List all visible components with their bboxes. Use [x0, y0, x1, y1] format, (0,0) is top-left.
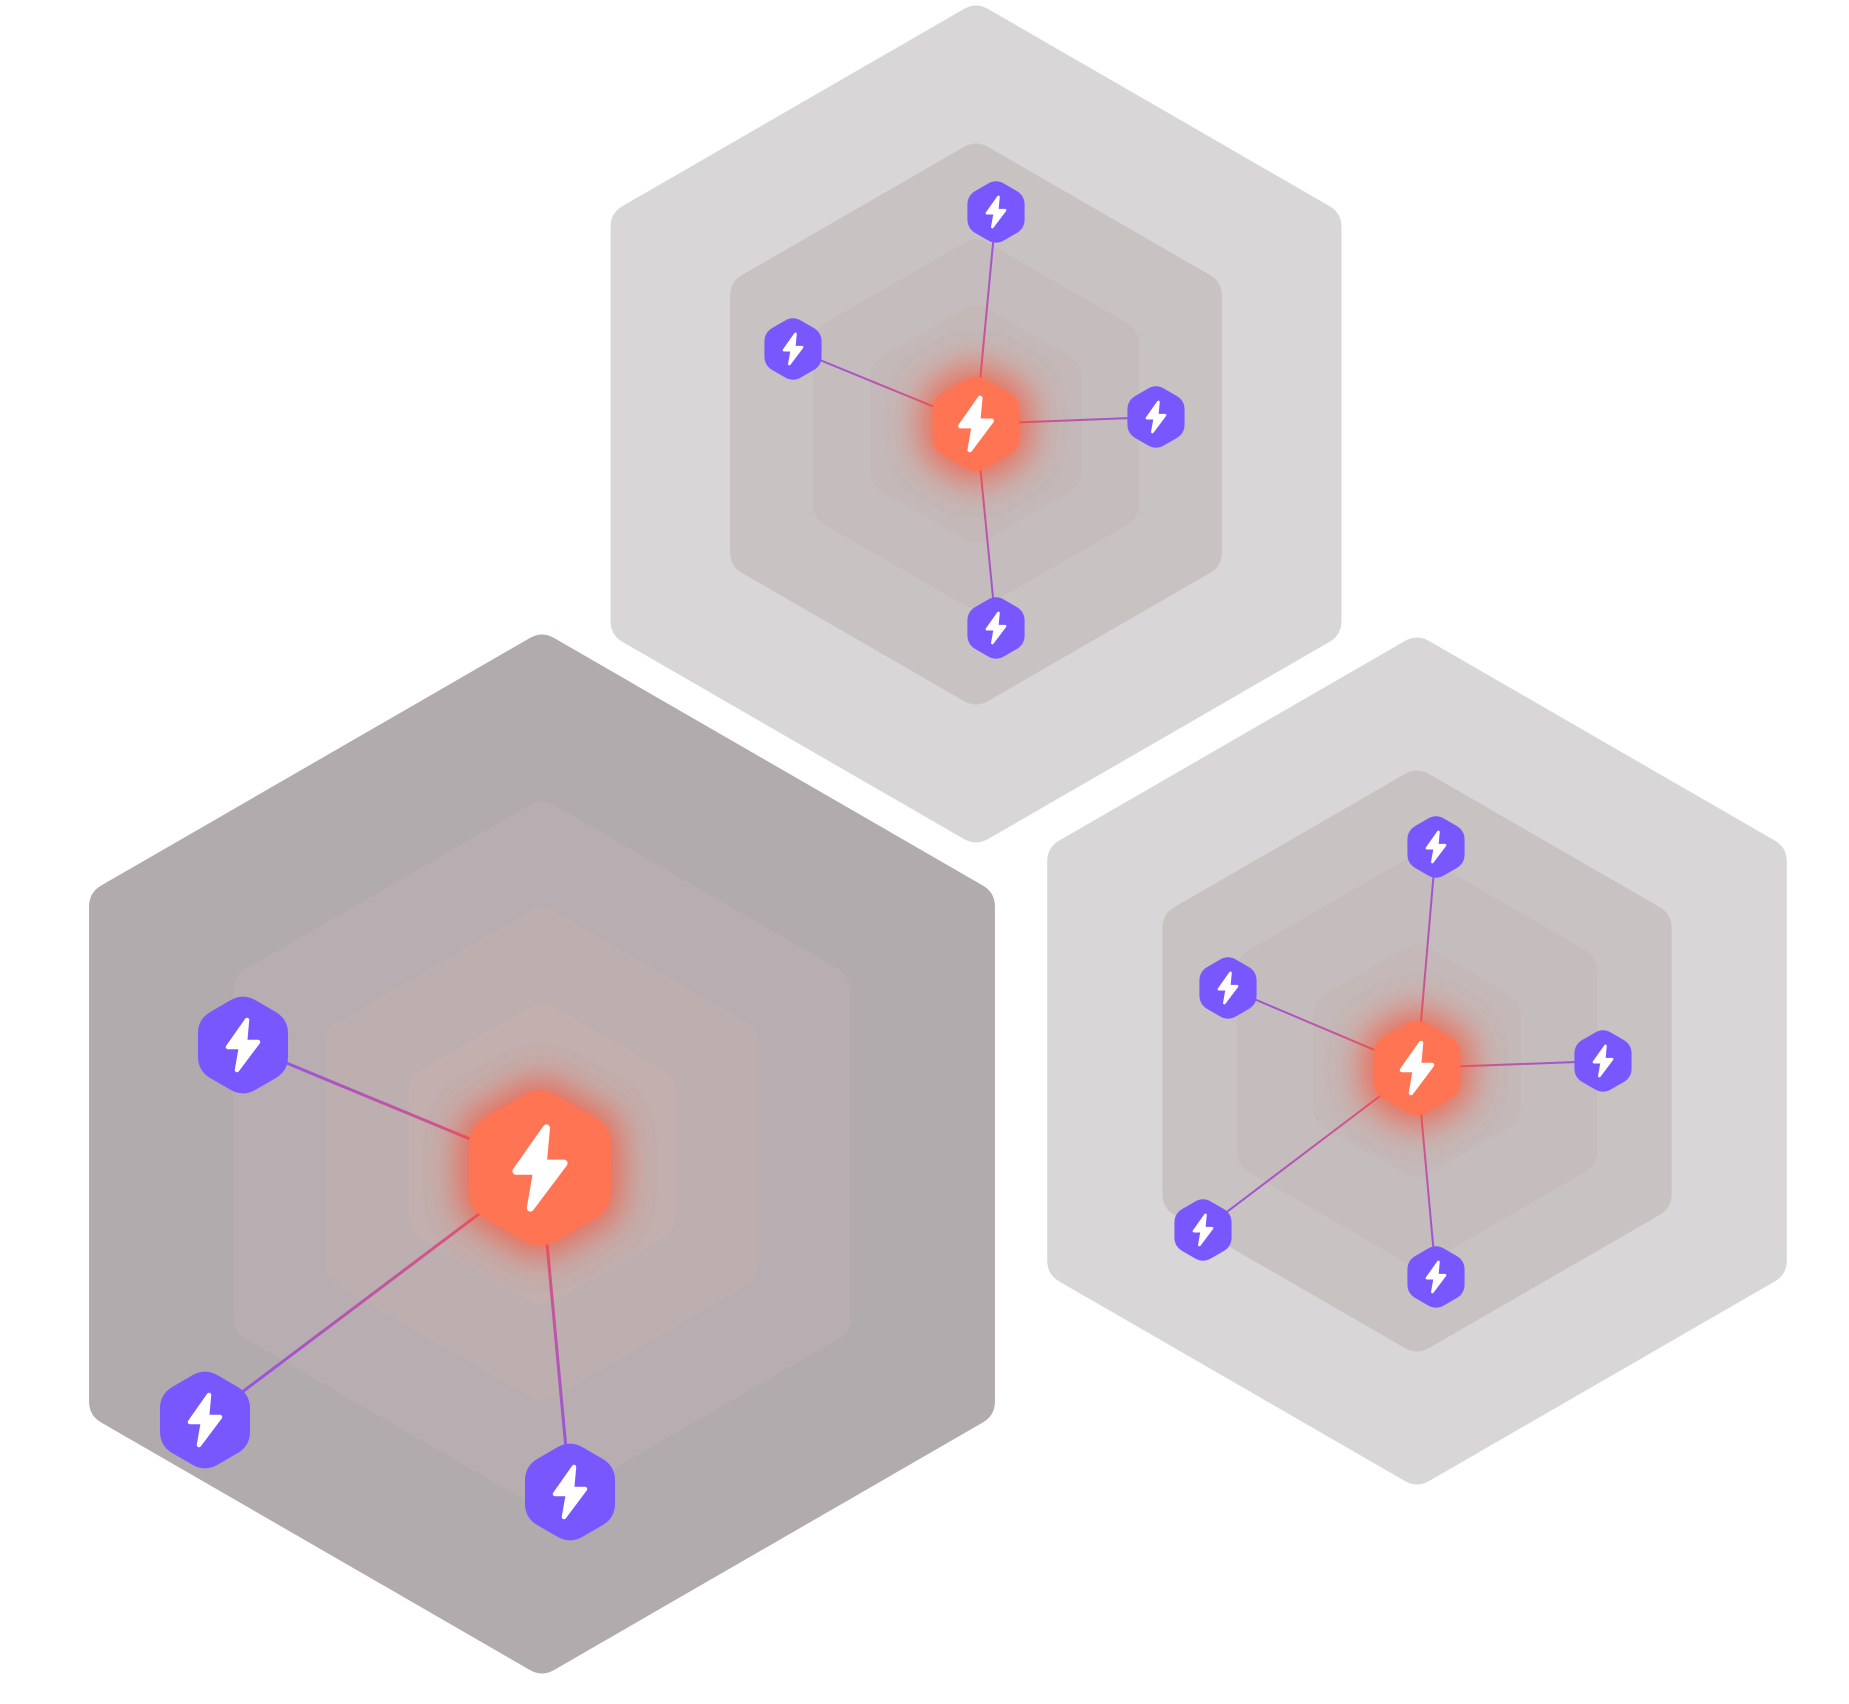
lightning-bolt-icon	[1217, 971, 1239, 1005]
lightning-bolt-icon	[1425, 1260, 1447, 1294]
lightning-bolt-icon	[187, 1392, 223, 1448]
lightning-bolt-icon	[552, 1464, 588, 1520]
cluster-right	[1047, 637, 1787, 1485]
lightning-bolt-icon	[782, 332, 804, 366]
lightning-bolt-icon	[1592, 1044, 1614, 1078]
lightning-bolt-icon	[985, 195, 1007, 229]
diagram-layer	[89, 5, 1787, 1674]
lightning-bolt-icon	[1192, 1213, 1214, 1247]
lightning-bolt-icon	[1425, 830, 1447, 864]
lightning-bolt-icon	[1399, 1040, 1435, 1096]
lightning-bolt-icon	[985, 611, 1007, 645]
lightning-bolt-icon	[225, 1017, 261, 1073]
lightning-bolt-icon	[1145, 400, 1167, 434]
lightning-bolt-icon	[512, 1124, 568, 1212]
cluster-left	[89, 634, 995, 1674]
cluster-top	[610, 5, 1342, 843]
lightning-bolt-icon	[958, 395, 994, 453]
